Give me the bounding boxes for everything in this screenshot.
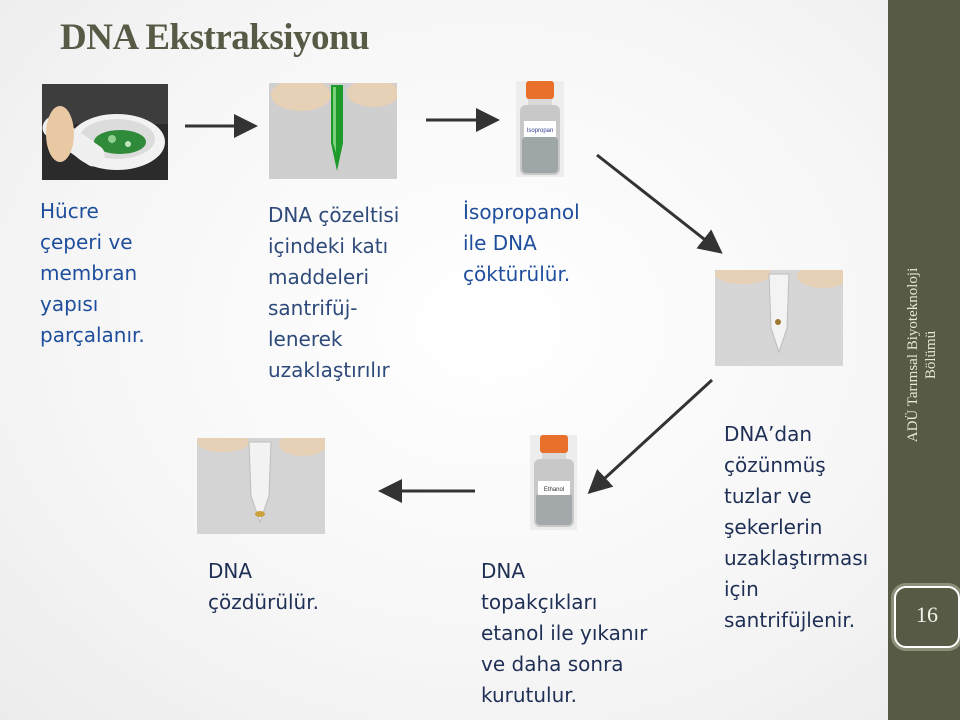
arrow-diagonal-down-icon [587, 378, 714, 495]
department-label-line1: ADÜ Tarımsal Biyoteknoloji [905, 267, 921, 443]
process-arrows [185, 108, 723, 503]
step-caption-centrifuge: DNA çözeltisi içindeki katı maddeleri sa… [268, 203, 400, 382]
arrow-diagonal-down-icon [596, 153, 723, 254]
pellet-tube-photo [715, 270, 843, 366]
step-caption-dissolve: DNA çözdürülür. [208, 559, 319, 614]
svg-text:Isopropan: Isopropan [527, 128, 554, 134]
department-label-line2: Bölümü [923, 330, 939, 380]
step-caption-ethanol-wash: DNA topakçıkları etanol ile yıkanır ve d… [481, 559, 648, 707]
page-title: DNA Ekstraksiyonu [60, 17, 370, 58]
svg-text:Ethanol: Ethanol [544, 487, 564, 493]
ethanol-bottle-photo: Ethanol [530, 435, 577, 530]
step-caption-salt-removal: DNA’dan çözünmüş tuzlar ve şekerlerin uz… [724, 422, 869, 632]
mortar-pestle-photo [42, 84, 168, 180]
step-caption-cell-lysis: Hücre çeperi ve membran yapısı parçalanı… [40, 199, 145, 347]
dissolved-tube-photo [197, 438, 325, 534]
step-caption-isopropanol: İsopropanol ile DNA çöktürülür. [463, 200, 580, 286]
department-label: ADÜ Tarımsal Biyoteknoloji Bölümü [904, 190, 944, 520]
isopropanol-bottle-photo: Isopropan [516, 81, 564, 177]
page-number: 16 [916, 602, 938, 627]
page-number-badge: 16 [894, 586, 960, 648]
green-tube-photo [269, 83, 397, 179]
